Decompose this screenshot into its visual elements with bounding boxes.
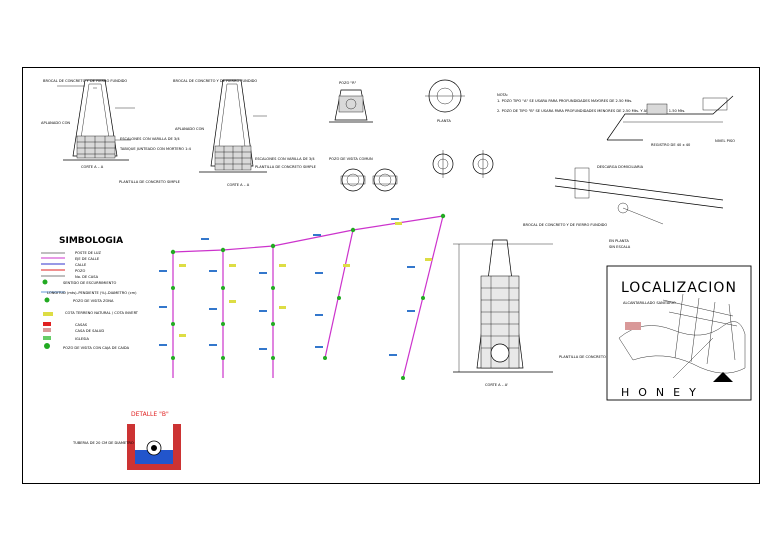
drawing-sheet: BROCAL DE CONCRETO Y DE FIERRO FUNDIDO A…	[22, 67, 760, 484]
section-a-label-1: CORTE A – A	[81, 165, 104, 169]
descarga-label: DESCARGA DOMICILIARIA	[597, 165, 644, 169]
legend-item-2: CALLE	[75, 263, 87, 267]
plantilla-label-1: PLANTILLA DE CONCRETO SIMPLE	[119, 180, 181, 184]
legend-item-3: POZO	[75, 269, 85, 273]
section-a-label-2: CORTE A – A	[227, 183, 250, 187]
note-2: 2. POZO DE TIPO "B" SE USARA PARA PROFUN…	[497, 109, 685, 113]
plantilla-label-2: PLANTILLA DE CONCRETO SIMPLE	[255, 165, 317, 169]
brocal-label-3: BROCAL DE CONCRETO Y DE FIERRO FUNDIDO	[523, 223, 607, 227]
legend-item-12: POZO DE VISITA CON CAJA DE CAIDA	[63, 346, 130, 350]
cad-drawing: BROCAL DE CONCRETO Y DE FIERRO FUNDIDO A…	[41, 79, 752, 470]
descarga-detail	[606, 95, 734, 141]
detalle-b-title: DETALLE "B"	[131, 411, 169, 418]
legend-item-0: POSTE DE LUZ	[75, 251, 101, 255]
legend-item-6: LONGITUD (mts)–PENDIENTE (%)–DIAMETRO (c…	[47, 291, 137, 295]
legend-item-10: CASA DE SALUD	[75, 329, 104, 333]
plan-circle-top	[425, 79, 465, 113]
legend-item-4: No. DE CASA	[75, 275, 99, 279]
registro-label: REGISTRO DE 40 x 40	[651, 143, 691, 147]
escalones-label-1: ESCALONES CON VARILLA DE 3/4	[120, 137, 180, 141]
legend-item-9: CASAS	[75, 323, 88, 327]
pozo-r-title: POZO "R"	[339, 81, 357, 85]
nivel-piso-label: NIVEL PISO	[715, 139, 735, 143]
brocal-label-2: BROCAL DE CONCRETO Y DE FIERRO FUNDIDO	[173, 79, 257, 83]
aplanado-label-1: APLANADO CON	[41, 121, 70, 125]
section-a-prime	[453, 239, 553, 373]
legend-item-8: COTA TERRENO NATURAL / COTA INVERT	[65, 311, 139, 315]
tabique-label-1: TABIQUE JUNTEADO CON MORTERO 1:4	[119, 147, 192, 151]
section-a-prime-label: CORTE A – A'	[485, 383, 508, 387]
escalones-label-2: ESCALONES CON VARILLA DE 3/4	[255, 157, 315, 161]
location-title: LOCALIZACION	[621, 280, 737, 296]
symbology-title: SIMBOLOGIA	[59, 236, 123, 246]
planta-label-top: PLANTA	[437, 119, 451, 123]
legend-item-1: EJE DE CALLE	[75, 257, 100, 261]
notes-title: NOTA:	[497, 93, 508, 97]
brocal-label-1: BROCAL DE CONCRETO Y DE FIERRO FUNDIDO	[43, 79, 127, 83]
plan-circles-mid	[432, 150, 494, 178]
aplanado-label-2: APLANADO CON	[175, 127, 204, 131]
note-1: 1. POZO TIPO "A" SE USARA PARA PROFUNDID…	[497, 99, 632, 103]
legend-item-7: POZO DE VISITA ZONA	[73, 299, 114, 303]
en-planta-detail	[554, 167, 724, 225]
sewer-network	[159, 213, 446, 380]
location-place: HONEY	[621, 386, 705, 399]
tuberia-label: TUBERIA DE 20 CM DE DIAMETRO	[72, 441, 134, 445]
pozo-visita-comun-title: POZO DE VISITA COMUN	[329, 157, 373, 161]
location-subtitle: ALCANTARILLADO SANITARIO	[623, 301, 676, 305]
sin-escala-label: SIN ESCALA	[609, 245, 631, 249]
manhole-section-2	[199, 79, 267, 173]
pozo-visita-plans	[340, 168, 398, 192]
pozo-r-detail	[329, 89, 373, 123]
location-map-frame	[606, 265, 752, 401]
plantilla-label-3: PLANTILLA DE CONCRETO SIMPLE	[559, 355, 621, 359]
symbology-legend	[41, 252, 65, 349]
legend-item-11: IGLESIA	[75, 337, 89, 341]
detalle-b-drawing	[127, 424, 181, 470]
legend-item-5: SENTIDO DE ESCURRIMIENTO	[63, 281, 116, 285]
en-planta-label: EN PLANTA	[609, 239, 629, 243]
manhole-section-1	[57, 79, 135, 161]
